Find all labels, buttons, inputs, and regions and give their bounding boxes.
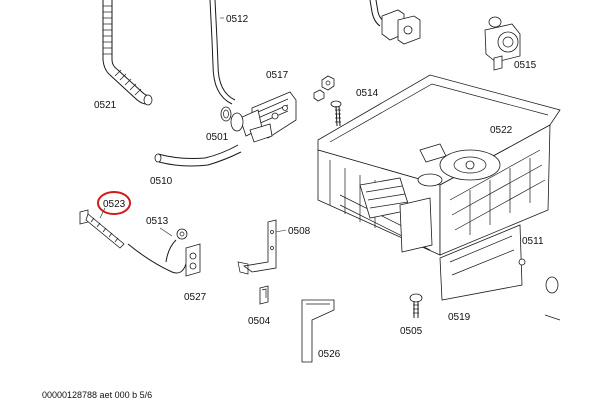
part-0517-0501-valve: [220, 91, 297, 143]
highlight-circle-0523: [97, 191, 131, 215]
label-0522: 0522: [490, 125, 513, 136]
part-0515-pump: [484, 16, 521, 71]
part-0504-clip: [259, 285, 269, 305]
label-0527: 0527: [184, 292, 207, 303]
label-0501: 0501: [206, 132, 229, 143]
label-0514: 0514: [356, 88, 379, 99]
part-0526-bracket: [301, 299, 335, 363]
part-0513-sensor: [127, 227, 201, 277]
label-0515: 0515: [514, 60, 537, 71]
label-0508: 0508: [288, 226, 311, 237]
part-0514-fasteners: [313, 75, 342, 127]
part-0523-heater: [79, 207, 125, 249]
part-0512-tube: [209, 0, 236, 105]
label-0523: 0523: [103, 199, 126, 210]
part-top-motor: [369, 0, 421, 45]
label-0526: 0526: [318, 349, 341, 360]
label-0519: 0519: [448, 312, 471, 323]
label-0504: 0504: [248, 316, 271, 327]
part-base-frame: [317, 74, 561, 321]
label-0513: 0513: [146, 216, 169, 227]
drawing-id: 00000128788 aet 000 b 5/6: [42, 390, 152, 400]
label-0505: 0505: [400, 326, 423, 337]
label-0517: 0517: [266, 70, 289, 81]
label-0510: 0510: [150, 176, 173, 187]
label-0521: 0521: [94, 100, 117, 111]
part-0521-hose: [102, 0, 153, 106]
label-0511: 0511: [522, 236, 544, 247]
part-0508-bracket: [237, 219, 287, 275]
part-0510-hose: [154, 144, 242, 167]
part-0505-screw: [409, 293, 423, 318]
label-0512: 0512: [226, 14, 249, 25]
